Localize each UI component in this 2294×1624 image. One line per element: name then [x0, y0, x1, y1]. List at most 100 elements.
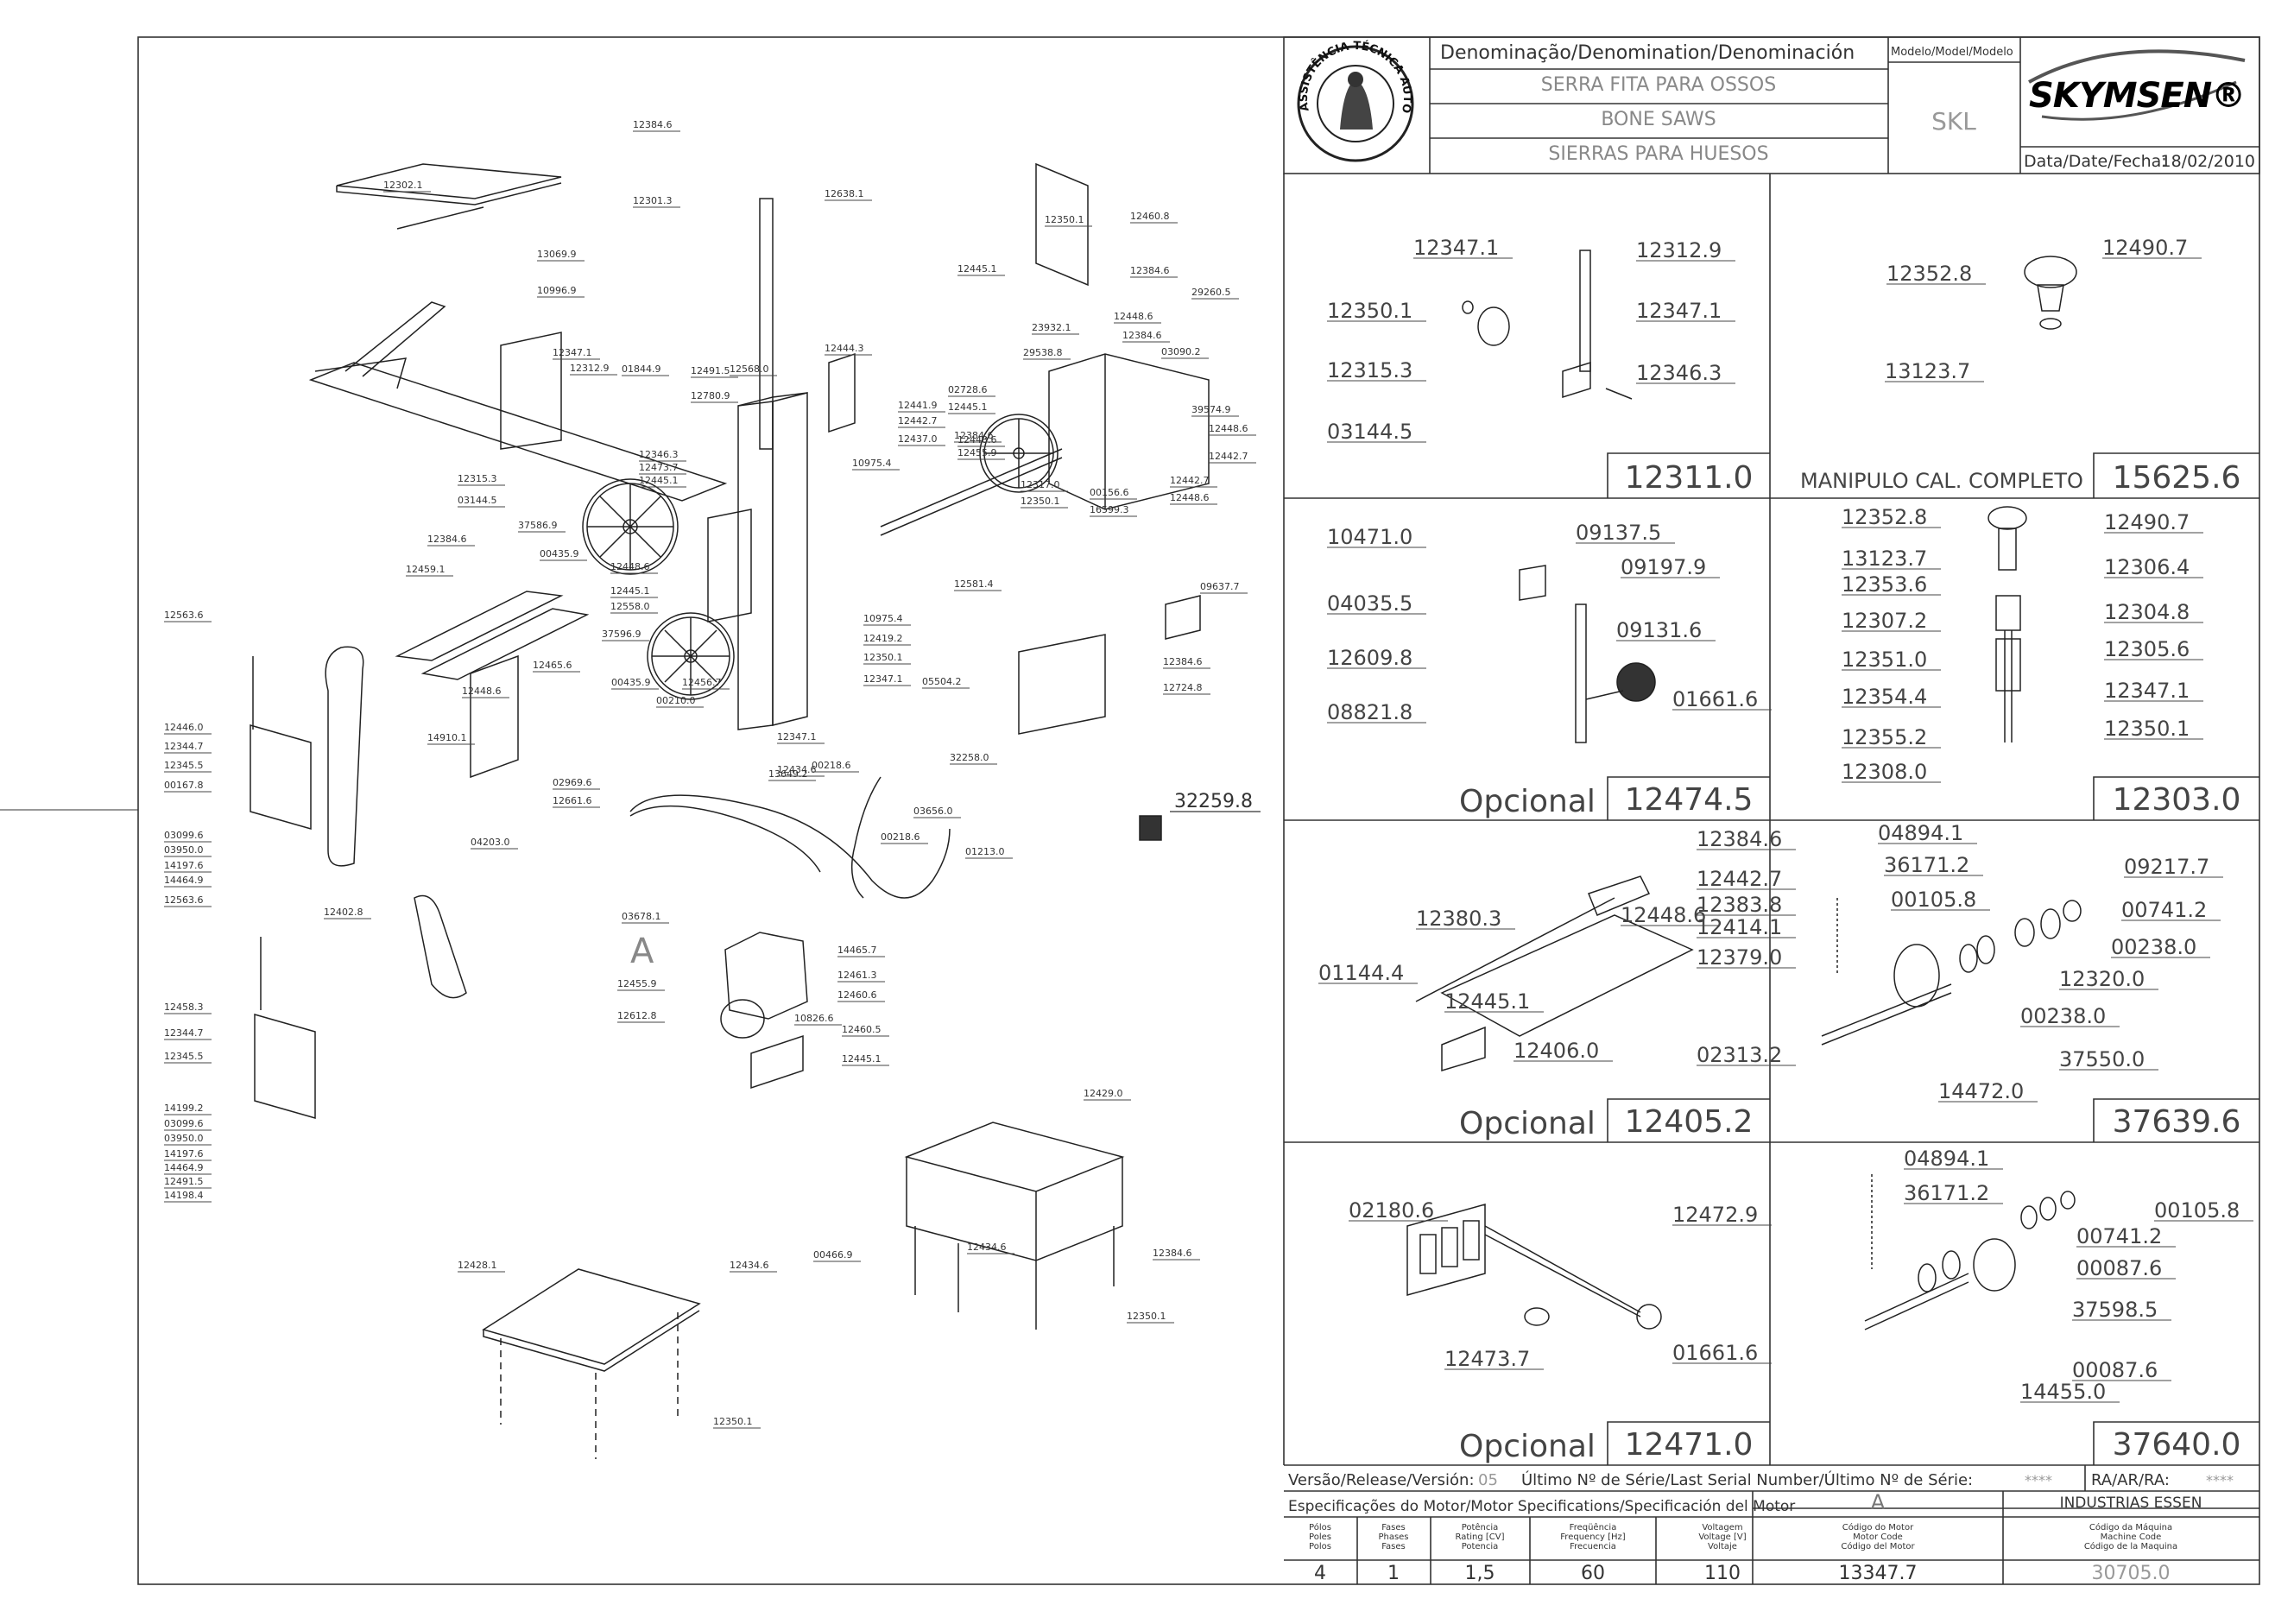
spec-header-line: Código de la Maquina — [2084, 1541, 2177, 1551]
part-number-label: 01661.6 — [1672, 687, 1758, 711]
part-number-label: 12308.0 — [1842, 760, 1927, 784]
part-number-label: 12473.7 — [639, 462, 679, 473]
name-pt: SERRA FITA PARA OSSOS — [1541, 74, 1776, 96]
part-number-label: 12448.6 — [1114, 311, 1153, 322]
part-number-label: 14198.4 — [164, 1190, 204, 1201]
panel-code-15625: 15625.6 — [2113, 460, 2241, 496]
part-number-label: 12350.1 — [1045, 214, 1084, 225]
part-number-label: 12448.6 — [1209, 423, 1248, 434]
part-number-label: 12312.9 — [570, 363, 610, 374]
part-number-label: 37586.9 — [518, 520, 558, 531]
part-number-label: 37596.9 — [602, 629, 641, 640]
part-number-label: 04035.5 — [1327, 591, 1412, 616]
part-number-label: 12460.5 — [842, 1024, 882, 1035]
part-number-label: 12350.1 — [863, 652, 903, 663]
part-number-label: 12301.3 — [633, 195, 673, 206]
spec-header-line: Machine Code — [2101, 1532, 2162, 1542]
part-number-label: 12461.3 — [837, 970, 877, 981]
part-number-label: 12312.9 — [1636, 238, 1722, 262]
part-number-label: 12428.1 — [458, 1260, 497, 1271]
part-number-label: 12383.8 — [1697, 893, 1782, 917]
part-number-label: 14464.9 — [164, 875, 204, 886]
part-number-label: 12419.2 — [863, 633, 903, 644]
part-number-label: 12347.1 — [2104, 679, 2190, 703]
part-number-label: 10996.9 — [537, 285, 577, 296]
spec-header-line: Código del Motor — [1841, 1541, 1915, 1551]
part-number-label: 12344.7 — [164, 1027, 204, 1039]
part-number-label: 00087.6 — [2072, 1358, 2158, 1382]
part-number-label: 12347.1 — [777, 731, 817, 742]
part-number-label: 12455.9 — [617, 978, 657, 989]
part-number-label: 12460.8 — [1130, 211, 1170, 222]
part-number-label: 12445.1 — [842, 1053, 882, 1065]
motor-marker: A — [630, 932, 654, 971]
part-number-label: 03656.0 — [913, 806, 953, 817]
part-number-label: 12563.6 — [164, 894, 204, 906]
part-number-label: 00238.0 — [2020, 1004, 2106, 1028]
part-number-label: 12347.1 — [1413, 236, 1499, 260]
panel-code-12405: 12405.2 — [1625, 1104, 1754, 1140]
part-number-label: 12384.6 — [1122, 330, 1162, 341]
part-number-label: 03099.6 — [164, 1118, 204, 1129]
spec-value: 30705.0 — [2092, 1563, 2171, 1584]
part-number-label: 03090.2 — [1161, 346, 1201, 357]
sticker-code: 32259.8 — [1174, 791, 1253, 812]
part-number-label: 13123.7 — [1885, 359, 1970, 383]
panel-code-12471: 12471.0 — [1625, 1427, 1754, 1463]
part-number-label: 00105.8 — [1891, 888, 1976, 912]
brand-name: SKYMSEN® — [2029, 76, 2245, 116]
part-number-label: 12444.3 — [825, 343, 864, 354]
main-part-labels: 12384.612302.112301.312638.112460.812384… — [164, 119, 1256, 1429]
part-number-label: 29260.5 — [1191, 287, 1231, 298]
part-number-label: 02180.6 — [1349, 1198, 1434, 1223]
panel-title-optional-1: Opcional — [1459, 784, 1596, 819]
part-number-label: 02313.2 — [1697, 1043, 1782, 1067]
panel-code-12311: 12311.0 — [1625, 460, 1754, 496]
part-number-label: 12384.6 — [1163, 656, 1203, 667]
motor-spec-table: PólosPolesPolosFasesPhasesFasesPotênciaR… — [1309, 1522, 2177, 1584]
part-number-label: 08821.8 — [1327, 700, 1412, 724]
part-number-label: 12448.6 — [957, 434, 997, 445]
part-number-label: 12306.4 — [2104, 555, 2190, 579]
part-number-label: 01213.0 — [965, 846, 1005, 857]
part-number-label: 01844.9 — [622, 363, 661, 375]
panel-sketches — [1406, 250, 2082, 1330]
part-number-label: 00210.0 — [656, 695, 696, 706]
part-number-label: 12354.4 — [1842, 685, 1927, 709]
part-number-label: 12315.3 — [1327, 358, 1412, 382]
part-number-label: 12442.7 — [1170, 475, 1210, 486]
panel-code-12303: 12303.0 — [2113, 782, 2241, 818]
spec-header-line: Código da Máquina — [2089, 1522, 2172, 1532]
part-number-label: 02728.6 — [948, 384, 988, 395]
part-number-label: 00435.9 — [611, 677, 651, 688]
spec-header-line: Rating [CV] — [1455, 1532, 1504, 1542]
part-number-label: 12445.1 — [1444, 989, 1530, 1014]
part-number-label: 04894.1 — [1878, 821, 1963, 845]
part-number-label: 37598.5 — [2072, 1298, 2158, 1322]
part-number-label: 12448.6 — [462, 686, 502, 697]
part-number-label: 12317.0 — [1021, 479, 1060, 490]
part-number-label: 12434.6 — [730, 1260, 769, 1271]
model-code: SKL — [1931, 107, 1976, 136]
spec-header-line: Poles — [1309, 1532, 1331, 1542]
part-number-label: 12446.0 — [164, 722, 204, 733]
part-number-label: 12402.8 — [324, 907, 363, 918]
part-number-label: 12459.1 — [406, 564, 446, 575]
part-number-label: 12437.0 — [898, 433, 938, 445]
part-number-label: 00741.2 — [2121, 898, 2207, 922]
part-number-label: 12304.8 — [2104, 600, 2190, 624]
authorized-service-seal: ASSISTÊNCIA TÉCNICA AUTORIZADA — [0, 0, 1414, 162]
date-value: 18/02/2010 — [2160, 152, 2255, 171]
part-number-label: 12384.6 — [633, 119, 673, 130]
part-number-label: 12563.6 — [164, 610, 204, 621]
part-number-label: 12448.6 — [1170, 492, 1210, 503]
part-number-label: 14910.1 — [427, 732, 467, 743]
panel-code-37639: 37639.6 — [2113, 1104, 2241, 1140]
panel-title-optional-3: Opcional — [1459, 1429, 1596, 1464]
part-number-label: 12661.6 — [553, 795, 592, 806]
part-number-label: 12581.4 — [954, 578, 994, 590]
part-number-label: 12320.0 — [2059, 967, 2145, 991]
panel-title-handle: MANIPULO CAL. COMPLETO — [1800, 469, 2083, 493]
part-number-label: 12350.1 — [2104, 717, 2190, 741]
